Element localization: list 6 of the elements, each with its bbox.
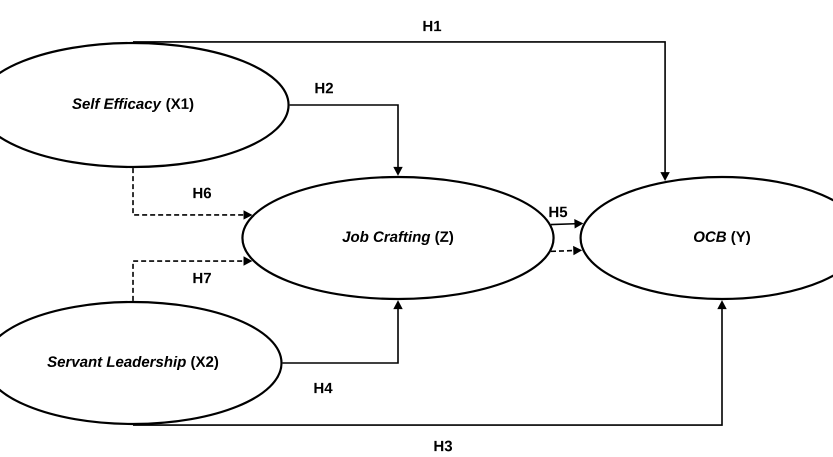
edge-label: H4 (314, 382, 333, 394)
edge-label: H6 (193, 188, 212, 198)
edge-label: H1 (423, 20, 442, 32)
edge-label: H3 (434, 440, 452, 452)
edge-label: H7 (193, 272, 211, 284)
edge-label: H2 (315, 82, 333, 94)
